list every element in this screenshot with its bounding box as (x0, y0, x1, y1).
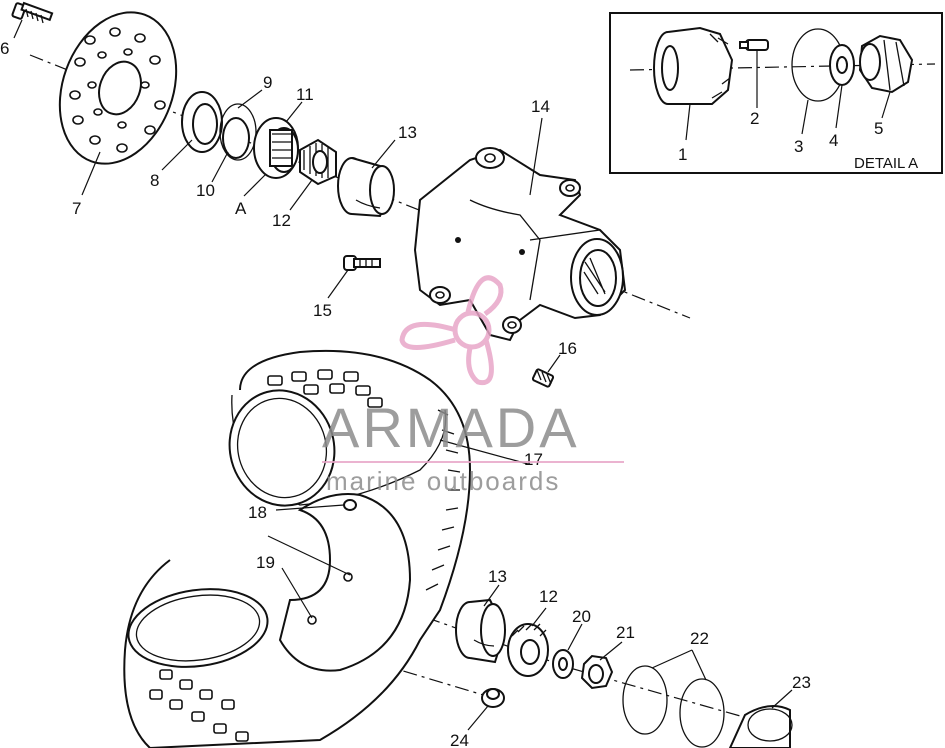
part-14-hub (413, 147, 627, 342)
callout-6: 6 (0, 39, 9, 58)
part-9-ring (219, 103, 257, 161)
detail-label-1: 1 (678, 145, 687, 164)
part-19-rim (127, 493, 412, 672)
watermark: ARMADA marine outboards (322, 275, 624, 496)
callout-11: 11 (296, 85, 314, 104)
detail-label-3: 3 (794, 137, 803, 156)
tire-tread (149, 369, 383, 742)
callout-20: 20 (572, 607, 591, 626)
part-18-valve (343, 499, 357, 511)
callout-labels: 6 7 8 9 10 11 A 12 13 14 15 16 17 18 19 … (0, 39, 811, 748)
part-10-ring (222, 117, 250, 159)
part-24-fitting (481, 688, 505, 708)
callout-9: 9 (263, 73, 272, 92)
watermark-brand: ARMADA (322, 396, 580, 459)
part-12-bearing-lower (507, 623, 549, 677)
part-13-race-upper (337, 157, 395, 218)
callout-10: 10 (196, 181, 215, 200)
part-8-seal (181, 91, 223, 153)
callout-13-upper: 13 (398, 123, 417, 142)
detail-title: DETAIL A (854, 155, 918, 172)
disc-holes (69, 27, 166, 153)
part-16-fitting (531, 368, 555, 388)
callout-15: 15 (313, 301, 332, 320)
leader-lines (13, 19, 793, 731)
callout-12-lower: 12 (539, 587, 558, 606)
detail-a-box: 1 2 3 4 5 DETAIL A (609, 12, 943, 174)
callout-17: 17 (524, 450, 543, 469)
callout-16: 16 (558, 339, 577, 358)
callout-12-upper: 12 (272, 211, 291, 230)
part-15-bolt (343, 255, 381, 271)
callout-22: 22 (690, 629, 709, 648)
part-6-bolt (11, 1, 54, 24)
callout-19: 19 (256, 553, 275, 572)
part-21-nut (580, 654, 614, 690)
detail-part-4-washer (829, 44, 855, 86)
detail-label-4: 4 (829, 131, 838, 150)
callout-21: 21 (616, 623, 635, 642)
callout-7: 7 (72, 199, 81, 218)
part-11-bearing (253, 117, 299, 179)
callout-24: 24 (450, 731, 469, 748)
callout-13-lower: 13 (488, 567, 507, 586)
part-12-tapered-bearing (299, 138, 337, 186)
part-22-o-rings (622, 665, 725, 748)
callout-A: A (235, 199, 247, 218)
part-20-washer (552, 649, 574, 679)
part-23-cap (728, 705, 793, 748)
callout-23: 23 (792, 673, 811, 692)
watermark-logo-icon (399, 275, 504, 386)
detail-label-5: 5 (874, 119, 883, 138)
detail-label-2: 2 (750, 109, 759, 128)
part-13-race-lower (455, 598, 507, 664)
callout-14: 14 (531, 97, 550, 116)
detail-part-5-nut (858, 34, 914, 94)
callout-18: 18 (248, 503, 267, 522)
watermark-tagline: marine outboards (326, 466, 560, 496)
detail-part-1-collar (653, 26, 734, 105)
part-7-brake-disc (58, 11, 178, 165)
callout-8: 8 (150, 171, 159, 190)
detail-part-2-pin (739, 39, 769, 51)
